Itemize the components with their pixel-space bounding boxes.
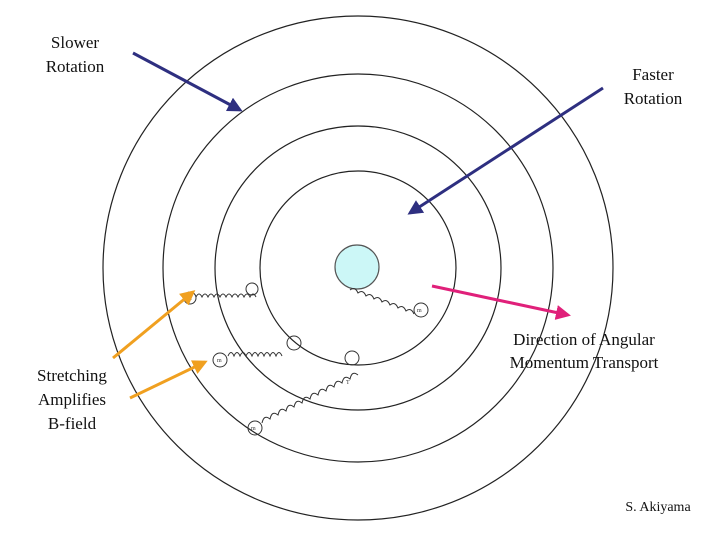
angular-momentum-line-1: Direction of Angular xyxy=(478,328,690,351)
slower-rotation-line-1: Slower xyxy=(20,31,130,55)
faster-rotation-line-1: Faster xyxy=(598,63,708,87)
spring-middle-mass-right xyxy=(287,336,301,350)
author-credit: S. Akiyama xyxy=(608,496,708,520)
angular-momentum-line-2: Momentum Transport xyxy=(478,351,690,374)
angular-momentum-transport-arrow xyxy=(432,286,568,315)
spring-middle-coil-upper xyxy=(350,289,414,314)
angular-momentum-label: Direction of Angular Momentum Transport xyxy=(478,328,690,374)
spring-mass-label-2: m xyxy=(217,358,222,364)
spring-mass-label-3: m xyxy=(251,426,256,432)
spring-middle xyxy=(213,289,428,367)
stretching-line-3: B-field xyxy=(12,412,132,436)
slower-rotation-arrow xyxy=(133,53,240,110)
slower-rotation-line-2: Rotation xyxy=(20,55,130,79)
central-core xyxy=(335,245,379,289)
stretch-arrow-lower xyxy=(130,362,205,398)
stretching-label: Stretching Amplifies B-field xyxy=(12,364,132,436)
spring-tension-label: T xyxy=(346,380,350,386)
spring-middle-coil xyxy=(228,353,282,357)
faster-rotation-line-2: Rotation xyxy=(598,87,708,111)
spring-inner-coil xyxy=(196,294,256,297)
spring-inner xyxy=(184,283,258,304)
slower-rotation-label: Slower Rotation xyxy=(20,31,130,79)
spring-inner-mass-right xyxy=(246,283,258,295)
spring-outer-coil xyxy=(262,373,358,423)
stretching-line-2: Amplifies xyxy=(12,388,132,412)
spring-outer-mass-right xyxy=(345,351,359,365)
stretching-line-1: Stretching xyxy=(12,364,132,388)
faster-rotation-label: Faster Rotation xyxy=(598,63,708,111)
spring-mass-label-4: m xyxy=(417,308,422,314)
